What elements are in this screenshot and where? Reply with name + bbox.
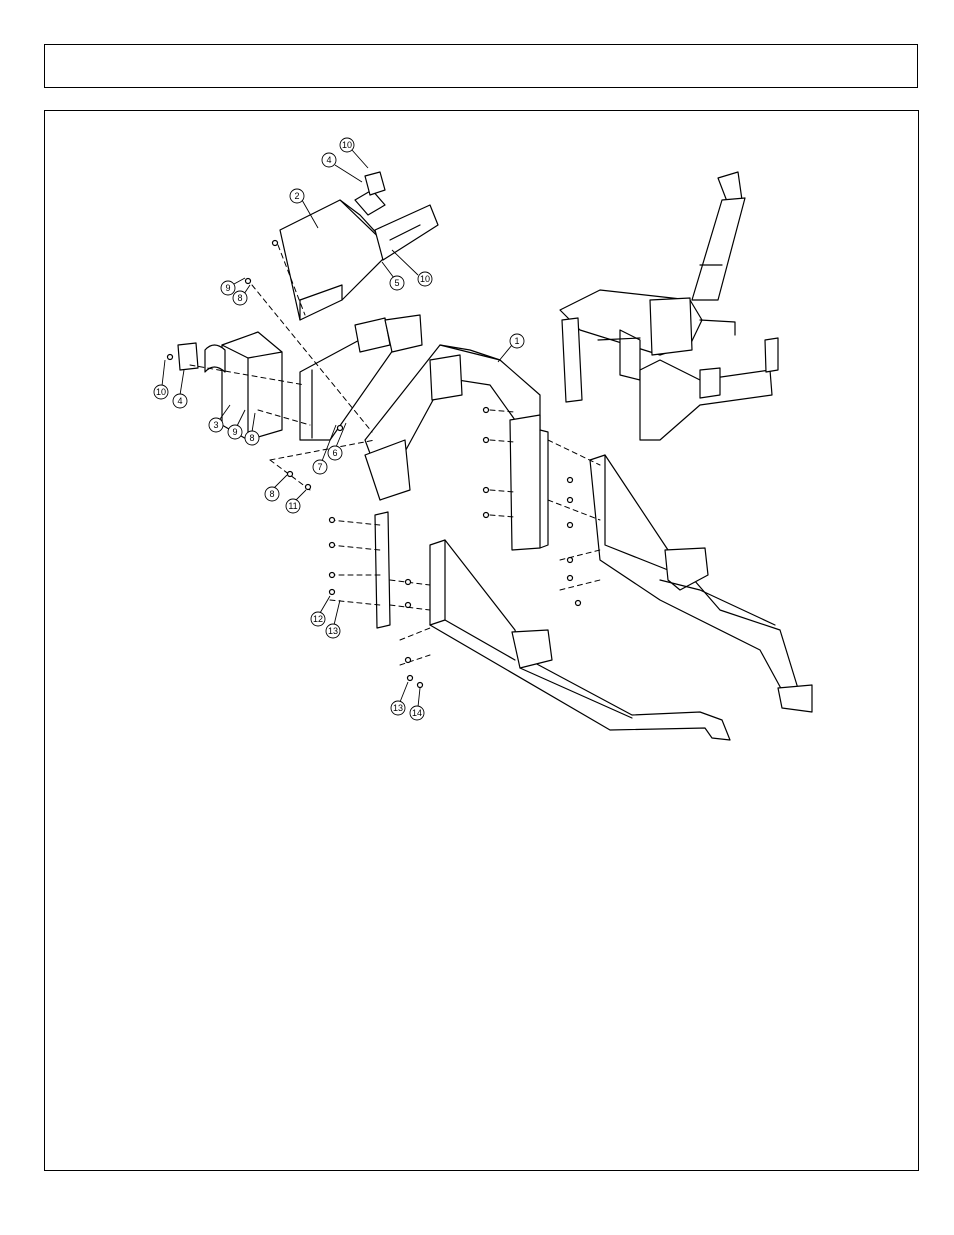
callout-4-top: 4 — [322, 153, 362, 182]
callout-13-bottom: 13 — [391, 682, 408, 715]
callout-label: 6 — [332, 448, 337, 458]
callout-label: 13 — [328, 626, 338, 636]
callout-label: 2 — [294, 191, 299, 201]
callout-label: 9 — [232, 427, 237, 437]
part-2-upper-cover — [280, 190, 438, 320]
vertical-post — [510, 415, 548, 550]
callout-label: 13 — [393, 703, 403, 713]
callout-10-left: 10 — [154, 360, 168, 399]
callout-13-left: 13 — [326, 600, 340, 638]
callout-4-left: 4 — [173, 370, 187, 408]
callout-14: 14 — [410, 688, 424, 720]
callout-11: 11 — [286, 490, 306, 513]
callout-label: 10 — [420, 274, 430, 284]
callout-label: 4 — [177, 396, 182, 406]
callout-1: 1 — [498, 334, 524, 362]
callout-8-top: 8 — [233, 285, 250, 305]
callout-label: 11 — [288, 501, 297, 511]
assembled-view-inset — [560, 172, 778, 440]
callout-label: 1 — [514, 336, 519, 346]
callout-label: 10 — [156, 387, 166, 397]
callout-label: 8 — [237, 293, 242, 303]
left-side-plate — [375, 512, 390, 628]
callout-label: 7 — [317, 462, 322, 472]
callout-label: 5 — [394, 278, 399, 288]
callout-12: 12 — [311, 596, 330, 626]
callout-label: 9 — [225, 283, 230, 293]
callout-label: 12 — [313, 614, 323, 624]
callout-label: 8 — [269, 489, 274, 499]
callout-label: 4 — [326, 155, 331, 165]
callout-label: 14 — [412, 708, 422, 718]
callout-5: 5 — [382, 262, 404, 290]
callout-label: 3 — [213, 420, 218, 430]
callout-10-top: 10 — [340, 138, 368, 168]
lower-right-arm — [590, 455, 812, 712]
callout-label: 10 — [342, 140, 352, 150]
callout-label: 8 — [249, 433, 254, 443]
callout-8-low: 8 — [265, 475, 287, 501]
